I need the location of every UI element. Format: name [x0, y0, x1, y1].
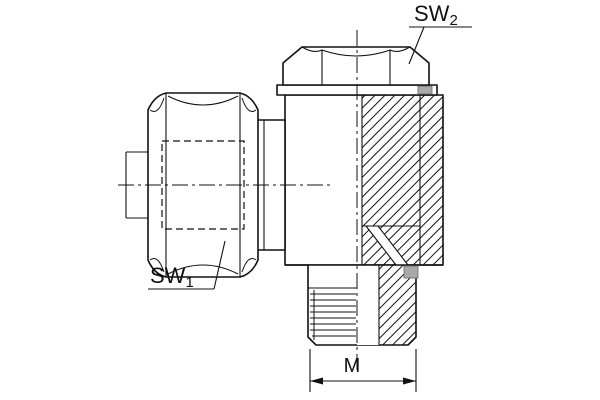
- callout-sw1: SW1: [148, 240, 226, 291]
- dim-arrow-left: [310, 377, 323, 385]
- fitting-body: [284, 94, 444, 266]
- callout-sw2: SW2: [408, 1, 472, 65]
- cone-seat-edge-right: [377, 225, 409, 266]
- nut-corner-arc-bl: [149, 258, 165, 273]
- nut-facet-arc-bottom: [167, 264, 239, 275]
- label-sw1: SW1: [150, 263, 194, 291]
- stud-bore: [357, 265, 379, 345]
- section-hatch-body: [362, 95, 443, 265]
- hidden-thread-outline: [161, 140, 245, 230]
- label-sw1-base: SW: [150, 263, 186, 288]
- nut-corner-arc-br: [241, 258, 257, 273]
- dim-arrow-right: [403, 377, 416, 385]
- nut-corner-arc-tl: [149, 97, 165, 112]
- thread-lines: [310, 293, 356, 337]
- hex-facet-arc-left: [301, 46, 323, 53]
- cone-seat-edge-left: [365, 225, 397, 266]
- hex-facet-arc-right: [389, 46, 411, 53]
- leader-sw2: [408, 26, 425, 65]
- label-sw2: SW2: [414, 1, 458, 29]
- hex-head-outline: [282, 46, 430, 86]
- label-m: M: [344, 355, 361, 377]
- top-hex-head: [282, 46, 430, 86]
- seal-ring-top: [417, 85, 433, 95]
- label-sw2-base: SW: [414, 1, 450, 26]
- nut-corner-arc-tr: [241, 97, 257, 112]
- nut-facet-arc-top: [167, 95, 239, 106]
- cone-seat-bore: [366, 226, 408, 265]
- label-sw1-sub: 1: [185, 274, 193, 291]
- threaded-stud: [285, 264, 443, 346]
- dimension-m: M: [309, 349, 417, 392]
- leader-sw1: [213, 240, 226, 290]
- label-sw2-sub: 2: [449, 12, 457, 29]
- hex-facet-arc-center: [321, 49, 391, 57]
- seal-ring-bottom: [403, 265, 419, 279]
